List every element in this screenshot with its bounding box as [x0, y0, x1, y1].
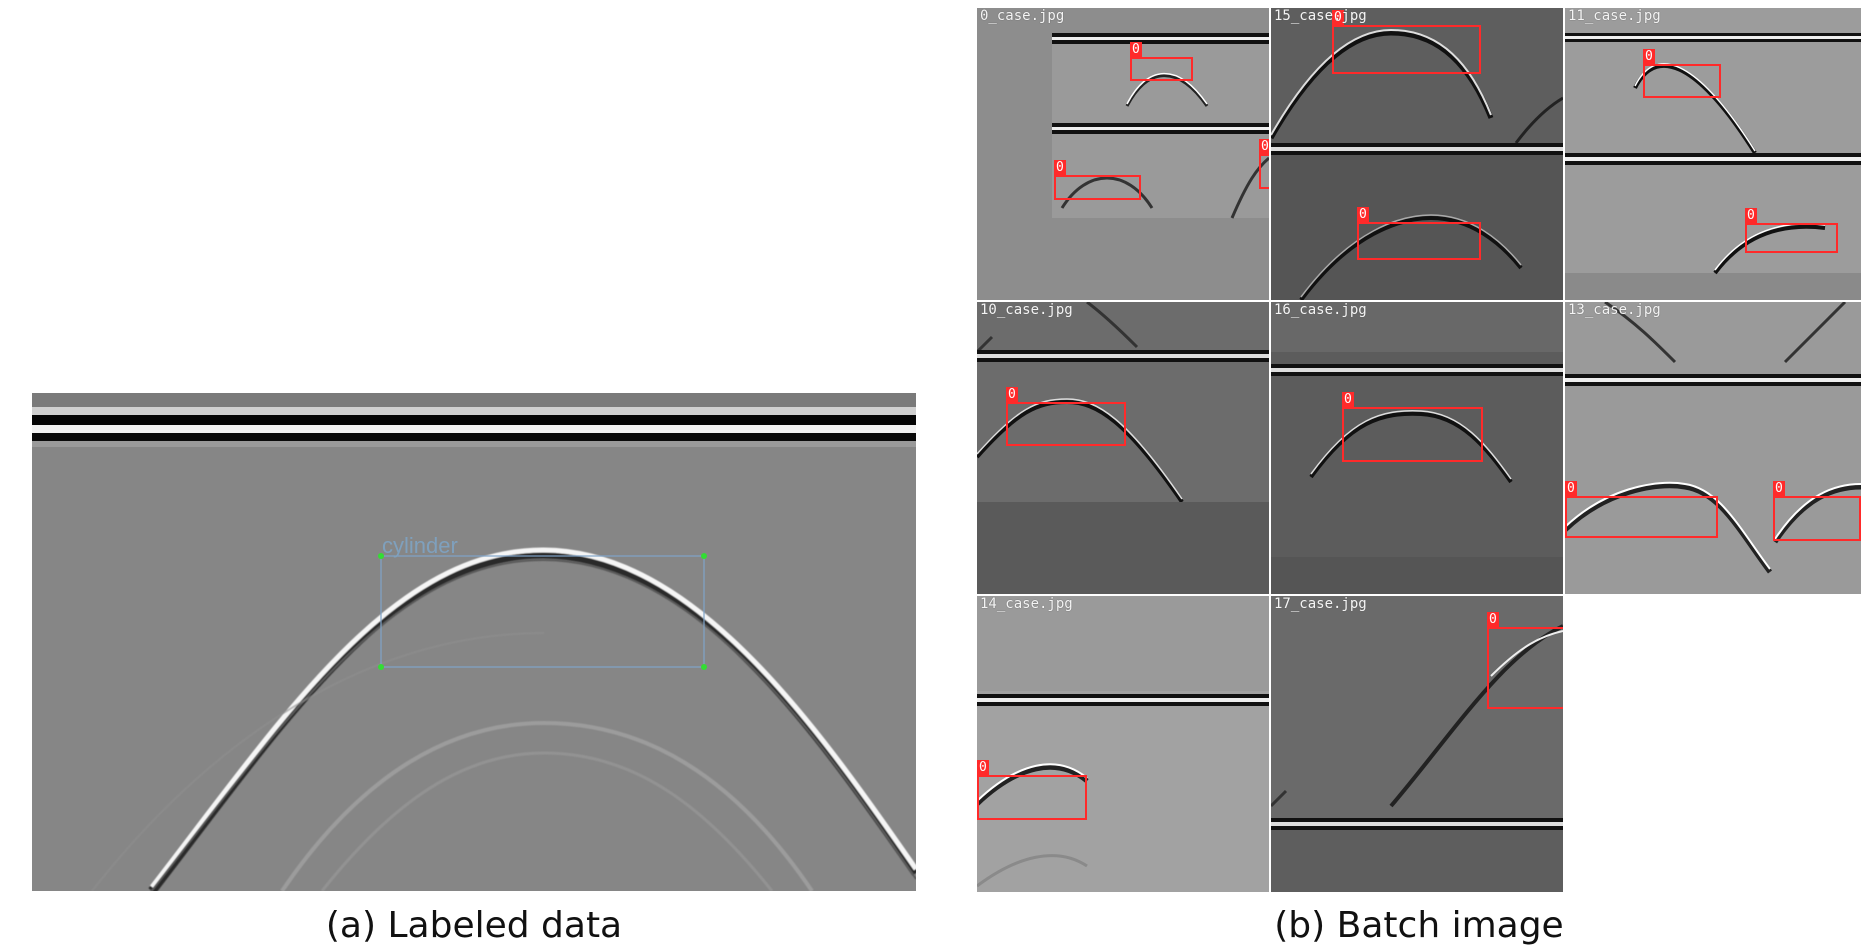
detection-box[interactable]: 0 [1130, 42, 1193, 81]
tile-filename: 10_case.jpg [980, 302, 1073, 318]
detection-box[interactable]: 0 [1259, 139, 1269, 189]
tile-filename: 0_case.jpg [980, 8, 1065, 24]
tile-filename: 16_case.jpg [1274, 302, 1367, 318]
tile-filename: 15_case.jpg [1274, 8, 1367, 24]
batch-tile: 0 0 13_case.jpg [1565, 302, 1861, 594]
batch-tile: 0 10_case.jpg [977, 302, 1269, 594]
tile-filename: 13_case.jpg [1568, 302, 1661, 318]
detection-box[interactable]: 0 [1773, 481, 1861, 541]
tile-filename: 14_case.jpg [980, 596, 1073, 612]
batch-tile: 0 0 11_case.jpg [1565, 8, 1861, 300]
detection-box[interactable]: 0 [1357, 207, 1481, 260]
batch-image-panel: 0 0 0 0_case.jpg 0 0 15_case.jpg [977, 8, 1861, 892]
detection-box[interactable]: 0 [1487, 612, 1563, 709]
detection-box[interactable]: 0 [1565, 481, 1718, 538]
bbox-handle-top-right[interactable] [701, 553, 707, 559]
tile-filename: 11_case.jpg [1568, 8, 1661, 24]
caption-b: (b) Batch image [1274, 905, 1564, 946]
detection-box[interactable]: 0 [977, 760, 1087, 820]
caption-a: (a) Labeled data [325, 905, 623, 946]
detection-box[interactable]: 0 [1054, 160, 1141, 200]
labeled-data-panel: cylinder [32, 393, 916, 891]
detection-box[interactable]: 0 [1643, 49, 1721, 98]
batch-tile: 0 14_case.jpg [977, 596, 1269, 892]
annotation-label: cylinder [382, 533, 458, 558]
bbox-handle-bottom-left[interactable] [378, 664, 384, 670]
batch-tile: 0 0 15_case.jpg [1271, 8, 1563, 300]
annotation-bbox[interactable] [380, 555, 705, 668]
tile-filename: 17_case.jpg [1274, 596, 1367, 612]
bbox-handle-top-left[interactable] [378, 553, 384, 559]
batch-tile: 0 0 0 0_case.jpg [977, 8, 1269, 300]
detection-box[interactable]: 0 [1342, 392, 1483, 462]
bbox-handle-bottom-right[interactable] [701, 664, 707, 670]
detection-box[interactable]: 0 [1006, 387, 1126, 446]
detection-box[interactable]: 0 [1332, 10, 1481, 74]
detection-box[interactable]: 0 [1745, 208, 1838, 253]
labeled-radargram: cylinder [32, 393, 916, 891]
batch-tile: 0 17_case.jpg [1271, 596, 1563, 892]
batch-tile: 0 16_case.jpg [1271, 302, 1563, 594]
